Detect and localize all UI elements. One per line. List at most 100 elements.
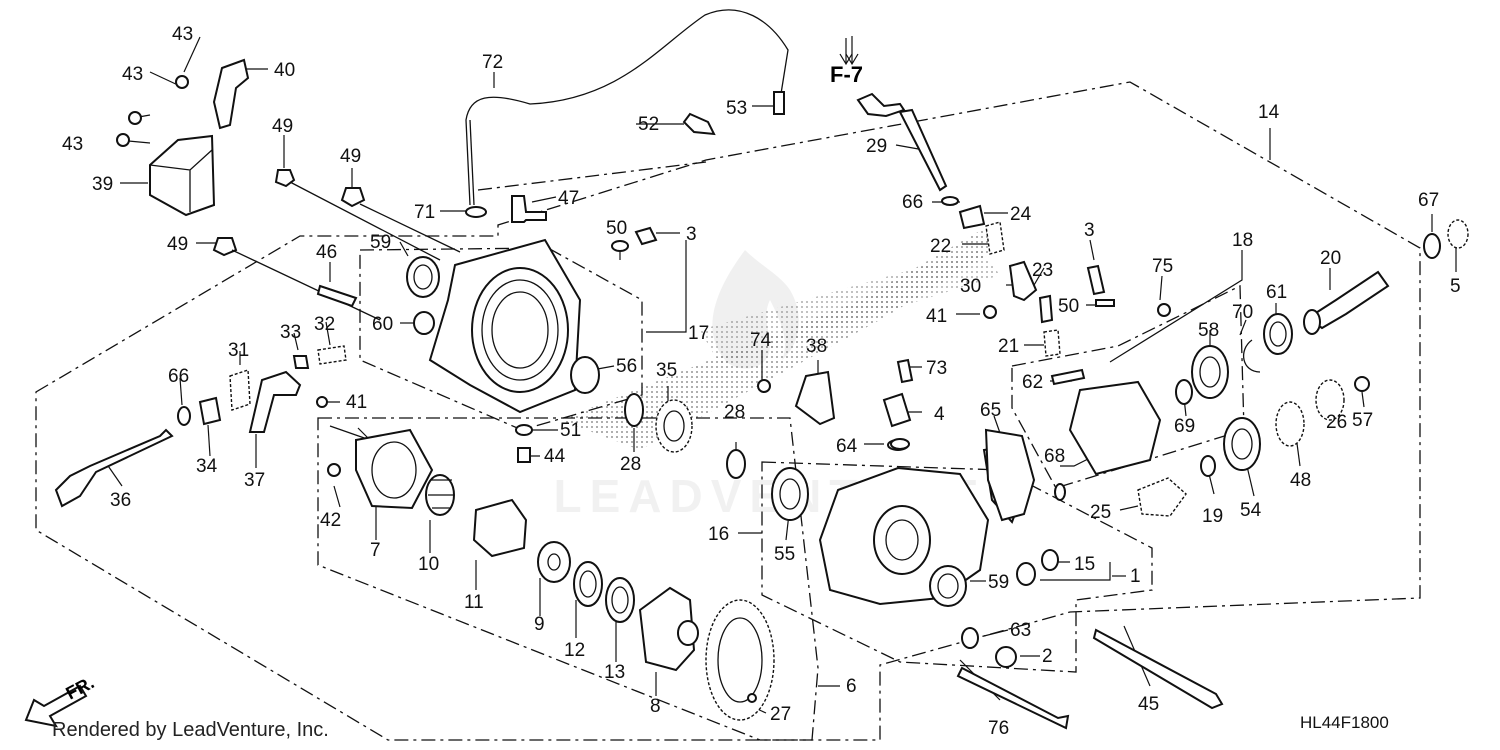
callout-43: 43 [172,24,193,45]
callout-73: 73 [926,358,947,379]
callout-31: 31 [228,340,249,361]
callout-45: 45 [1138,694,1159,715]
callout-60: 60 [372,314,393,335]
callout-44: 44 [544,446,566,467]
callout-9: 9 [534,614,545,635]
callout-17: 17 [688,323,709,344]
callout-53: 53 [726,98,747,119]
callout-64: 64 [836,436,858,457]
callout-15: 15 [1074,554,1095,575]
callout-18: 18 [1232,230,1253,251]
callout-43: 43 [122,64,143,85]
shift-rod-and-switch [856,92,1171,522]
callout-59: 59 [988,572,1009,593]
callout-61: 61 [1266,282,1287,303]
callout-50: 50 [1058,296,1079,317]
callout-20: 20 [1320,248,1341,269]
callout-37: 37 [244,470,265,491]
callout-52: 52 [638,114,659,135]
pinion-gearset-group [624,370,836,521]
leader-lines [103,36,1457,714]
callout-46: 46 [316,242,337,263]
callout-55: 55 [774,544,795,565]
callout-5: 5 [1450,276,1461,297]
front-arrow-icon [24,684,88,728]
callout-66: 66 [168,366,189,387]
callout-6: 6 [846,676,857,697]
callout-39: 39 [92,174,113,195]
callout-14: 14 [1258,102,1280,123]
callout-2: 2 [1042,646,1053,667]
callout-23: 23 [1032,260,1053,281]
callout-33: 33 [280,322,301,343]
callout-13: 13 [604,662,625,683]
callout-67: 67 [1418,190,1439,211]
callout-71: 71 [414,202,435,223]
callout-12: 12 [564,640,585,661]
callout-1: 1 [1130,566,1141,587]
callout-66: 66 [902,192,923,213]
diagram-code: HL44F1800 [1300,713,1389,732]
callout-19: 19 [1202,506,1223,527]
callout-3: 3 [686,224,697,245]
callout-28: 28 [724,402,745,423]
callout-63: 63 [1010,620,1031,641]
callout-10: 10 [418,554,439,575]
callout-49: 49 [340,146,361,167]
callout-16: 16 [708,524,729,545]
callout-40: 40 [274,60,295,81]
callout-49: 49 [167,234,188,255]
callout-50: 50 [606,218,627,239]
callout-51: 51 [560,420,581,441]
callout-26: 26 [1326,412,1347,433]
callout-70: 70 [1232,302,1253,323]
callout-68: 68 [1044,446,1065,467]
differential-internals [327,428,775,721]
ref-f7-label: F-7 [830,62,863,87]
callout-43: 43 [62,134,83,155]
callout-25: 25 [1090,502,1111,523]
callout-62: 62 [1022,372,1043,393]
callout-labels: 43 43 43 40 39 49 49 49 72 71 47 52 53 5… [62,24,1461,739]
callout-69: 69 [1174,416,1195,437]
callout-8: 8 [650,696,661,717]
callout-58: 58 [1198,320,1219,341]
callout-72: 72 [482,52,503,73]
bolts-and-seals [956,549,1224,730]
credit-text: Rendered by LeadVenture, Inc. [52,719,329,741]
callout-49: 49 [272,116,293,137]
callout-42: 42 [320,510,341,531]
callout-22: 22 [930,236,951,257]
shift-fork-group [54,345,533,508]
final-drive-case [818,439,1032,607]
callout-21: 21 [998,336,1019,357]
callout-48: 48 [1290,470,1311,491]
output-shaft-group [1137,219,1469,517]
callout-57: 57 [1352,410,1373,431]
shift-lever-bracket-group [116,58,461,321]
callout-54: 54 [1240,500,1262,521]
callout-29: 29 [866,136,887,157]
callout-36: 36 [110,490,131,511]
callout-4: 4 [934,404,945,425]
callout-30: 30 [960,276,981,297]
callout-35: 35 [656,360,677,381]
callout-7: 7 [370,540,381,561]
callout-24: 24 [1010,204,1032,225]
callout-56: 56 [616,356,637,377]
callout-76: 76 [988,718,1009,739]
callout-41: 41 [346,392,367,413]
callout-41: 41 [926,306,947,327]
callout-75: 75 [1152,256,1173,277]
callout-3: 3 [1084,220,1095,241]
callout-59: 59 [370,232,391,253]
callout-32: 32 [314,314,335,335]
callout-11: 11 [464,592,484,613]
callout-28: 28 [620,454,641,475]
callout-47: 47 [558,188,579,209]
breather-hose [465,9,789,218]
stipple-band-2 [700,250,1000,365]
callout-38: 38 [806,336,827,357]
callout-34: 34 [196,456,218,477]
